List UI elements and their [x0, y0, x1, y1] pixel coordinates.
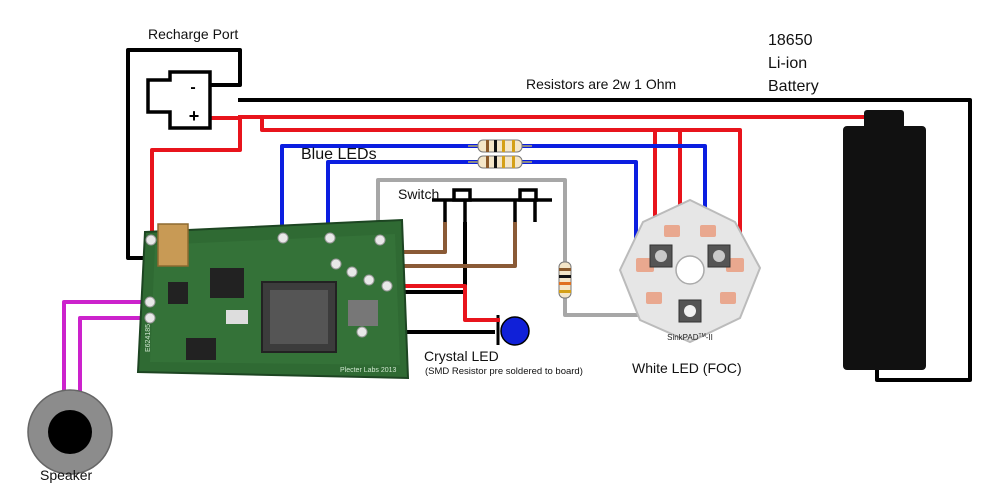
- chip-4: [186, 338, 216, 360]
- chip-5: [348, 300, 378, 326]
- speaker: [27, 389, 113, 475]
- crystal-led-positive-wire: [387, 284, 500, 322]
- chip-2: [210, 268, 244, 298]
- battery-negative-wire: [238, 98, 972, 382]
- pcb-code: E624185: [145, 324, 152, 352]
- speaker-cone: [48, 410, 92, 454]
- port-minus-symbol: -: [190, 79, 195, 96]
- battery-label-1: 18650: [768, 32, 813, 49]
- speaker-wire-1: [62, 300, 150, 398]
- blue-led-wire-1: [280, 144, 480, 238]
- white-led-label: White LED (FOC): [632, 360, 742, 376]
- pcb-maker: Plecter Labs 2013: [340, 367, 397, 374]
- smd-1: [226, 310, 248, 324]
- port-plus-symbol: +: [189, 106, 200, 126]
- white-led-positive-wire: [238, 115, 742, 285]
- blue-led-wire-1b: [522, 144, 707, 225]
- recharge-port: - +: [146, 70, 212, 130]
- gray-signal-wire: [376, 178, 567, 268]
- blue-led-wire-2b: [522, 160, 638, 268]
- recharge-positive-wire: [150, 116, 242, 238]
- battery-label-3: Battery: [768, 78, 819, 95]
- blue-led-wire-2: [326, 160, 480, 238]
- pcb-pads: [144, 232, 393, 338]
- gray-signal-wire-b: [563, 292, 640, 317]
- resistors-note: Resistors are 2w 1 Ohm: [526, 76, 677, 92]
- led-pads: [636, 225, 744, 304]
- speaker-wire-2: [78, 316, 150, 398]
- speaker-wires: [62, 300, 150, 398]
- speaker-label: Speaker: [40, 467, 93, 483]
- battery-body: [843, 126, 926, 370]
- sound-board: E624185 Plecter Labs 2013: [136, 218, 410, 380]
- battery: [843, 110, 926, 370]
- led-board-brand: SinkPADTM-II: [667, 333, 713, 342]
- crystal-led-label: Crystal LED: [424, 348, 499, 364]
- resistor-3: [558, 261, 572, 299]
- white-led-board: SinkPADTM-II: [618, 198, 762, 344]
- switch: [432, 188, 552, 222]
- tantalum-capacitor: [157, 223, 189, 267]
- crystal-led-note: (SMD Resistor pre soldered to board): [425, 366, 583, 377]
- switch-label: Switch: [398, 186, 440, 202]
- recharge-port-label: Recharge Port: [148, 26, 239, 42]
- blue-led-wires: [280, 144, 707, 268]
- blue-leds-label: Blue LEDs: [301, 146, 377, 163]
- battery-terminal: [864, 110, 904, 130]
- led-center-hole: [675, 255, 705, 285]
- chip-3: [168, 282, 188, 304]
- resistor-2: [468, 155, 532, 169]
- resistor-1: [468, 139, 532, 153]
- crystal-led-bulb: [500, 316, 530, 346]
- battery-label-2: Li-ion: [768, 55, 808, 72]
